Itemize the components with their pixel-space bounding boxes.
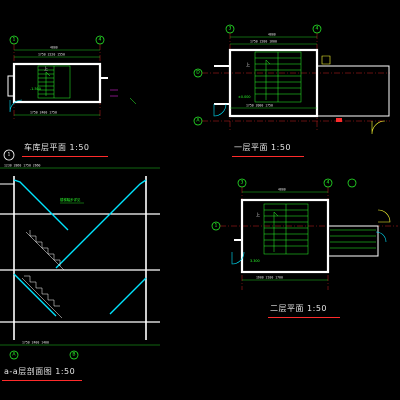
- title-underline-garage: [22, 156, 108, 157]
- axis-label-first-d: D: [196, 70, 200, 76]
- axis-label-garage-1: 1: [13, 37, 16, 43]
- title-second-plan: 二层平面 1:50: [270, 304, 328, 313]
- axis-label-first-3: 3: [229, 26, 232, 32]
- first-right-room: [316, 65, 390, 117]
- first-elevation: ±0.000: [238, 95, 251, 99]
- title-underline-section: [2, 380, 82, 381]
- dim-text-first-top: 4800: [268, 33, 276, 37]
- axis-bubble-second-extra: [347, 178, 357, 188]
- second-floor-plan: 3 4 1 4800 上 3.300 1600 21: [211, 178, 398, 290]
- garage-stair: [37, 65, 71, 99]
- second-door-arc: [375, 231, 387, 243]
- second-stair: [263, 203, 376, 255]
- second-door-swing-left: [231, 251, 245, 265]
- garage-elevation: -1.500: [30, 87, 41, 91]
- title-garage-plan: 车库层平面 1:50: [24, 143, 90, 152]
- axis-label-second-3: 3: [241, 180, 244, 186]
- axis-label-garage-4: 4: [99, 37, 102, 43]
- garage-floor-plan: 1 4 4800 1750 2220 1550 上 -1.500: [7, 35, 137, 120]
- axis-label-section-b: B: [72, 352, 75, 358]
- first-door-swing-left: [213, 103, 227, 117]
- section-stair-upper: [13, 179, 147, 269]
- section-number-bubble: [3, 149, 15, 161]
- axis-label-second-4: 4: [327, 180, 330, 186]
- garage-side-wall: [7, 75, 15, 97]
- first-door-swing-right: [371, 120, 386, 135]
- garage-section-tick: [129, 97, 137, 105]
- garage-marks: [110, 89, 118, 97]
- first-up-label: 上: [246, 61, 250, 67]
- first-floor-plan: 3 4 D A 4800 1750 2200 1600 上 ±0.000: [193, 24, 390, 135]
- section-a-a: 1 1230 2860 1750 2660 楼梯踏步详见: [0, 149, 160, 360]
- first-red-marker: [336, 118, 342, 122]
- section-stair-lower: [13, 273, 147, 317]
- title-first-plan: 一层平面 1:50: [234, 143, 292, 152]
- second-elevation: 3.300: [250, 259, 260, 263]
- dim-text-garage-top: 4800: [50, 46, 58, 50]
- second-up-label: 上: [256, 211, 260, 217]
- first-stair: [254, 51, 302, 103]
- section-number: 1: [8, 152, 11, 158]
- dim-text-garage-inner: 1750 2220 1550: [38, 53, 65, 57]
- dim-text-garage-bottom: 1750 2400 1750: [30, 111, 57, 115]
- dim-text-section-bottom: 1750 2400 1400: [22, 341, 49, 345]
- title-section: a-a层剖面图 1:50: [4, 367, 76, 376]
- dim-text-second-top: 4800: [278, 188, 286, 192]
- title-underline-first: [232, 156, 304, 157]
- section-note: 楼梯踏步详见: [60, 197, 81, 202]
- axis-bubble-section-a: [9, 350, 19, 360]
- axis-bubble-section-b: [69, 350, 79, 360]
- first-window-mark: [321, 55, 331, 65]
- axis-label-section-a: A: [12, 352, 16, 358]
- garage-up-label: 上: [44, 65, 48, 71]
- garage-door-swing: [9, 99, 23, 113]
- dim-text-second-bottom: 1600 2100 1700: [256, 276, 283, 280]
- title-underline-second: [268, 317, 340, 318]
- second-door-swing-right: [377, 209, 391, 223]
- axis-label-first-a: A: [196, 118, 200, 124]
- dim-text-first-inner: 1750 2200 1600: [250, 40, 277, 44]
- second-right-room: [327, 225, 379, 257]
- section-stair-treads: [21, 230, 65, 319]
- dim-text-first-bottom: 1750 2000 1750: [246, 104, 273, 108]
- axis-label-second-1: 1: [215, 223, 218, 229]
- axis-label-first-4: 4: [316, 26, 319, 32]
- dim-text-section-top: 1230 2860 1750 2660: [4, 164, 41, 168]
